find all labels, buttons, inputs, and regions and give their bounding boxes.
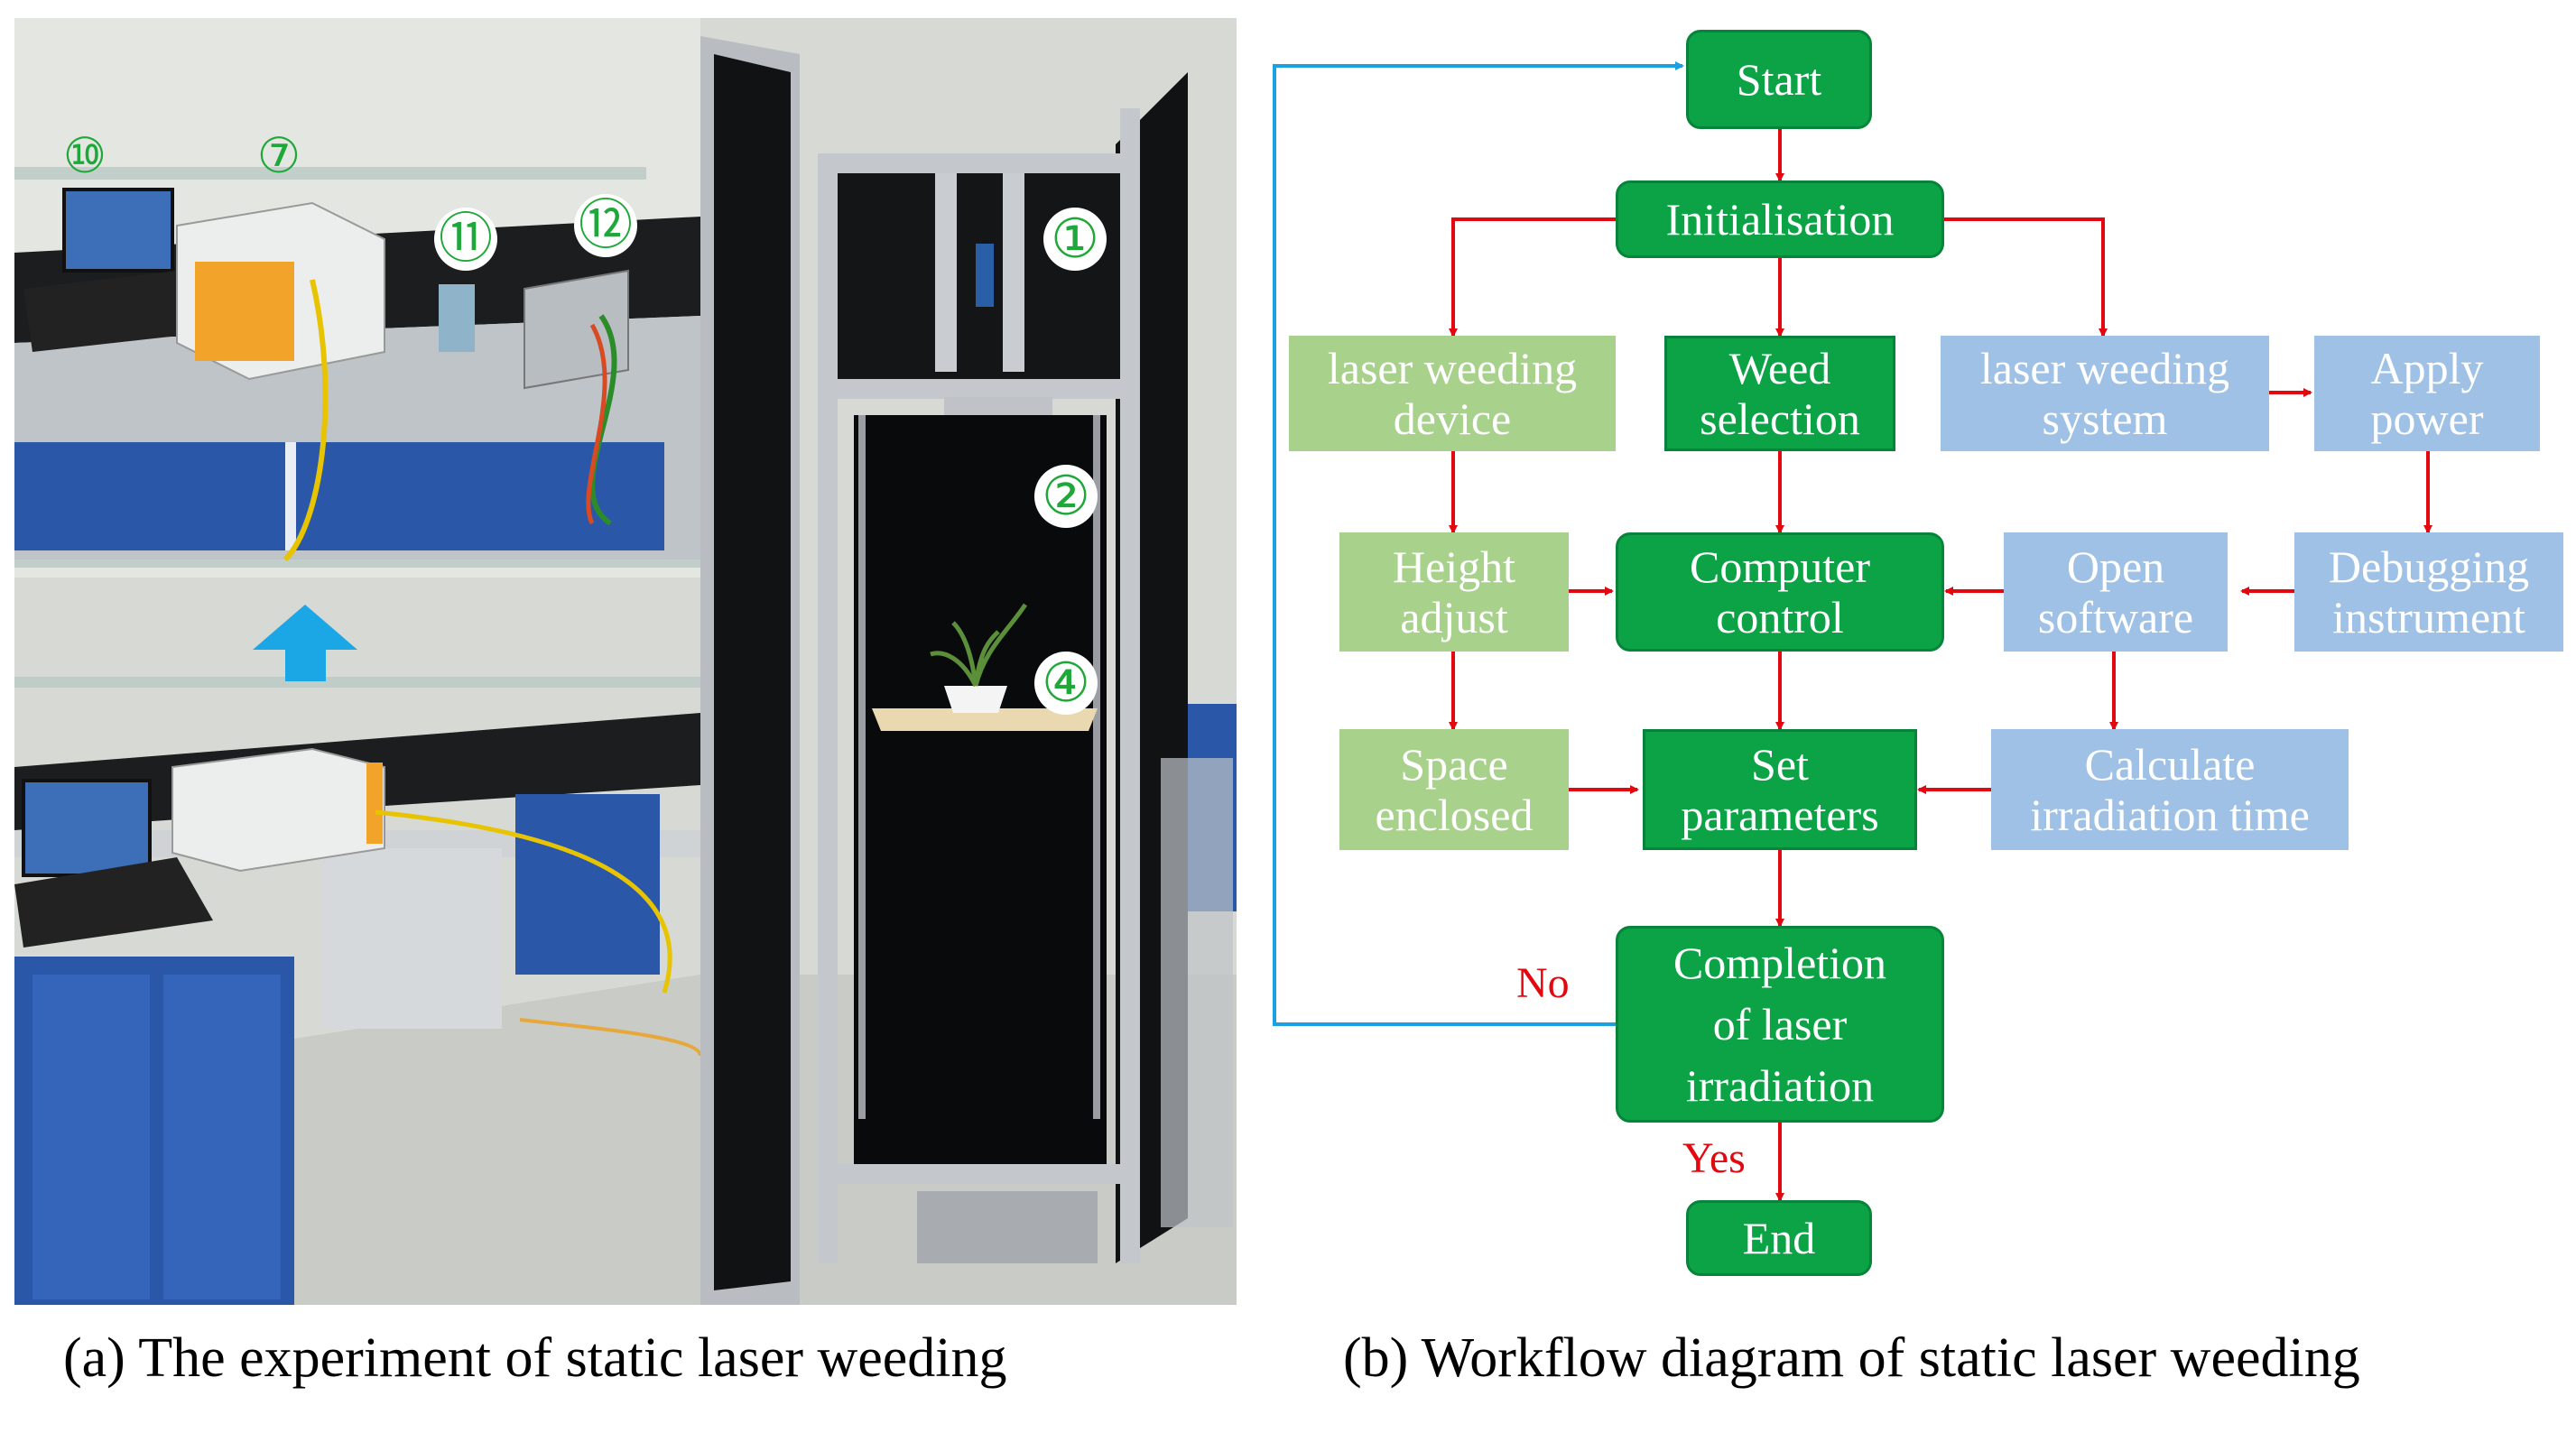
caption-right: (b) Workflow diagram of static laser wee…: [1343, 1327, 2360, 1389]
open-software-node: Open software: [2004, 532, 2228, 652]
completion-node: Completion of laser irradiation: [1616, 926, 1944, 1123]
set-parameters-node: Set parameters: [1643, 729, 1917, 850]
laser-device-node: laser weeding device: [1289, 336, 1616, 451]
marker-12: ⑫: [574, 194, 637, 257]
start-node: Start: [1686, 30, 1872, 129]
marker-10: ⑩: [62, 127, 107, 184]
computer-control-node: Computer control: [1616, 532, 1944, 652]
marker-4: ④: [1034, 652, 1098, 715]
experiment-photo: ⑩ ⑦ ⑪ ⑫ ① ② ④: [14, 18, 1237, 1305]
marker-7: ⑦: [256, 127, 301, 184]
yes-label: Yes: [1682, 1134, 1746, 1182]
marker-11: ⑪: [434, 208, 497, 271]
marker-1: ①: [1043, 208, 1107, 271]
debugging-node: Debugging instrument: [2294, 532, 2563, 652]
weed-selection-node: Weed selection: [1664, 336, 1895, 451]
laser-system-node: laser weeding system: [1941, 336, 2269, 451]
init-node: Initialisation: [1616, 180, 1944, 258]
marker-2: ②: [1034, 465, 1098, 528]
caption-left: (a) The experiment of static laser weedi…: [63, 1327, 1007, 1389]
apply-power-node: Apply power: [2314, 336, 2540, 451]
space-enclosed-node: Space enclosed: [1339, 729, 1569, 850]
arrow-init-system: [1944, 217, 2108, 337]
arrow-init-device: [1449, 217, 1616, 337]
end-node: End: [1686, 1200, 1872, 1276]
no-label: No: [1516, 959, 1570, 1007]
calc-time-node: Calculate irradiation time: [1991, 729, 2349, 850]
height-adjust-node: Height adjust: [1339, 532, 1569, 652]
